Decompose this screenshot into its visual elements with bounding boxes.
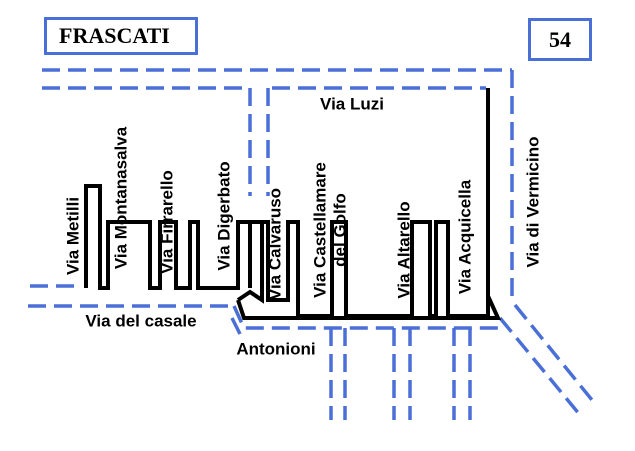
- label-via-di-vermicino: Via di Vermicino: [523, 136, 543, 268]
- label-via-calvaruso: Via Calvaruso: [265, 187, 285, 301]
- dashed-roads: [28, 68, 594, 420]
- antonioni-stub: [230, 317, 242, 335]
- label-via-firrarello: Via Firrarello: [157, 170, 177, 274]
- label-via-luzi: Via Luzi: [320, 94, 384, 114]
- town-name: FRASCATI: [59, 23, 170, 48]
- vermicino-diagonal-b: [513, 303, 594, 402]
- label-via-altarello: Via Altarello: [394, 201, 414, 299]
- label-via-montanasalva: Via Montanasalva: [111, 126, 131, 270]
- town-name-box: FRASCATI: [44, 17, 198, 55]
- label-via-castellamare: Via Castellamare del Golfo: [310, 162, 349, 298]
- comb-left: [84, 184, 252, 290]
- label-antonioni: Antonioni: [236, 339, 316, 359]
- label-via-castellamare-text: Via Castellamare del Golfo: [310, 162, 349, 298]
- route-number: 54: [549, 26, 571, 52]
- road-bottom-edge: [236, 295, 502, 320]
- route-number-box: 54: [528, 18, 592, 61]
- vermicino-diagonal-a: [498, 316, 582, 417]
- label-via-metilli: Via Metilli: [63, 196, 83, 276]
- label-via-acquicella: Via Acquicella: [455, 179, 475, 295]
- label-via-del-casale: Via del casale: [85, 311, 197, 331]
- road-outlines: [84, 88, 502, 320]
- casale-road-lower: [232, 305, 500, 330]
- label-via-digerbato: Via Digerbato: [214, 161, 234, 271]
